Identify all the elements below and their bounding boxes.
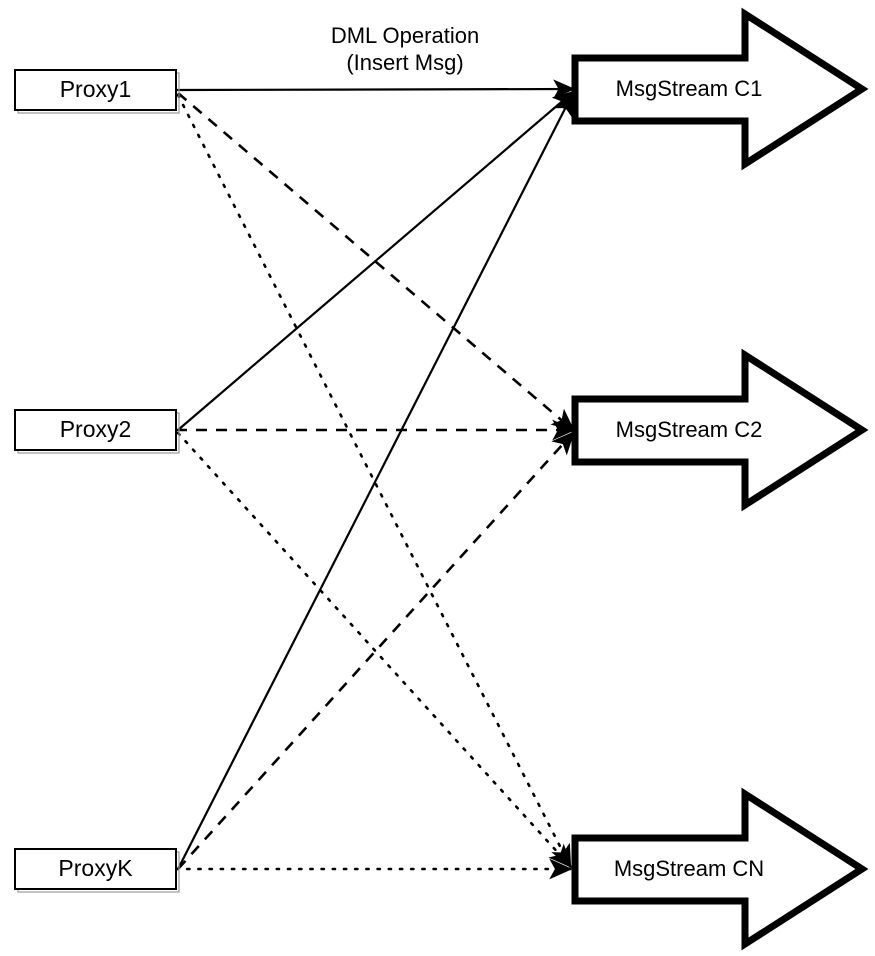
proxy1-box[interactable] bbox=[14, 69, 177, 111]
proxyk-label: ProxyK bbox=[58, 855, 133, 881]
proxy2-label: Proxy2 bbox=[60, 416, 132, 442]
proxy-group: Proxy1 Proxy2 ProxyK bbox=[14, 69, 180, 893]
edge-annotation-line2: (Insert Msg) bbox=[346, 50, 463, 75]
proxy-node-proxy1[interactable]: Proxy1 bbox=[14, 69, 180, 114]
link-proxy1-stream-c2[interactable] bbox=[177, 92, 575, 432]
stream-node-c1[interactable]: MsgStream C1 bbox=[571, 7, 869, 171]
link-proxyk-stream-c1[interactable] bbox=[177, 93, 573, 870]
proxy2-box[interactable] bbox=[14, 409, 177, 451]
link-group bbox=[174, 79, 576, 880]
edge-annotation: DML Operation (Insert Msg) bbox=[331, 23, 479, 75]
stream-c2-label: MsgStream C2 bbox=[616, 417, 763, 442]
edge-annotation-line1: DML Operation bbox=[331, 23, 479, 48]
link-proxy1-stream-cn[interactable] bbox=[176, 93, 572, 869]
link-proxyk-stream-c2[interactable] bbox=[177, 431, 575, 870]
link-proxy2-stream-cn[interactable] bbox=[176, 431, 572, 868]
link-proxy1-stream-c1[interactable] bbox=[175, 79, 576, 99]
proxy-node-proxy2[interactable]: Proxy2 bbox=[14, 409, 180, 454]
stream-c1-label: MsgStream C1 bbox=[616, 76, 763, 101]
link-proxy2-stream-c1[interactable] bbox=[177, 90, 575, 431]
stream-group: MsgStream C1 MsgStream C2 MsgStream CN bbox=[571, 7, 869, 951]
stream-cn-label: MsgStream CN bbox=[614, 856, 764, 881]
proxy-node-proxyk[interactable]: ProxyK bbox=[14, 848, 180, 893]
stream-c2-arrow-shape[interactable] bbox=[571, 348, 869, 512]
stream-cn-arrow-shape[interactable] bbox=[571, 787, 869, 951]
proxy1-label: Proxy1 bbox=[60, 76, 132, 102]
proxyk-box[interactable] bbox=[14, 848, 177, 890]
stream-c1-arrow-shape[interactable] bbox=[571, 7, 869, 171]
stream-node-cn[interactable]: MsgStream CN bbox=[571, 787, 869, 951]
stream-node-c2[interactable]: MsgStream C2 bbox=[571, 348, 869, 512]
